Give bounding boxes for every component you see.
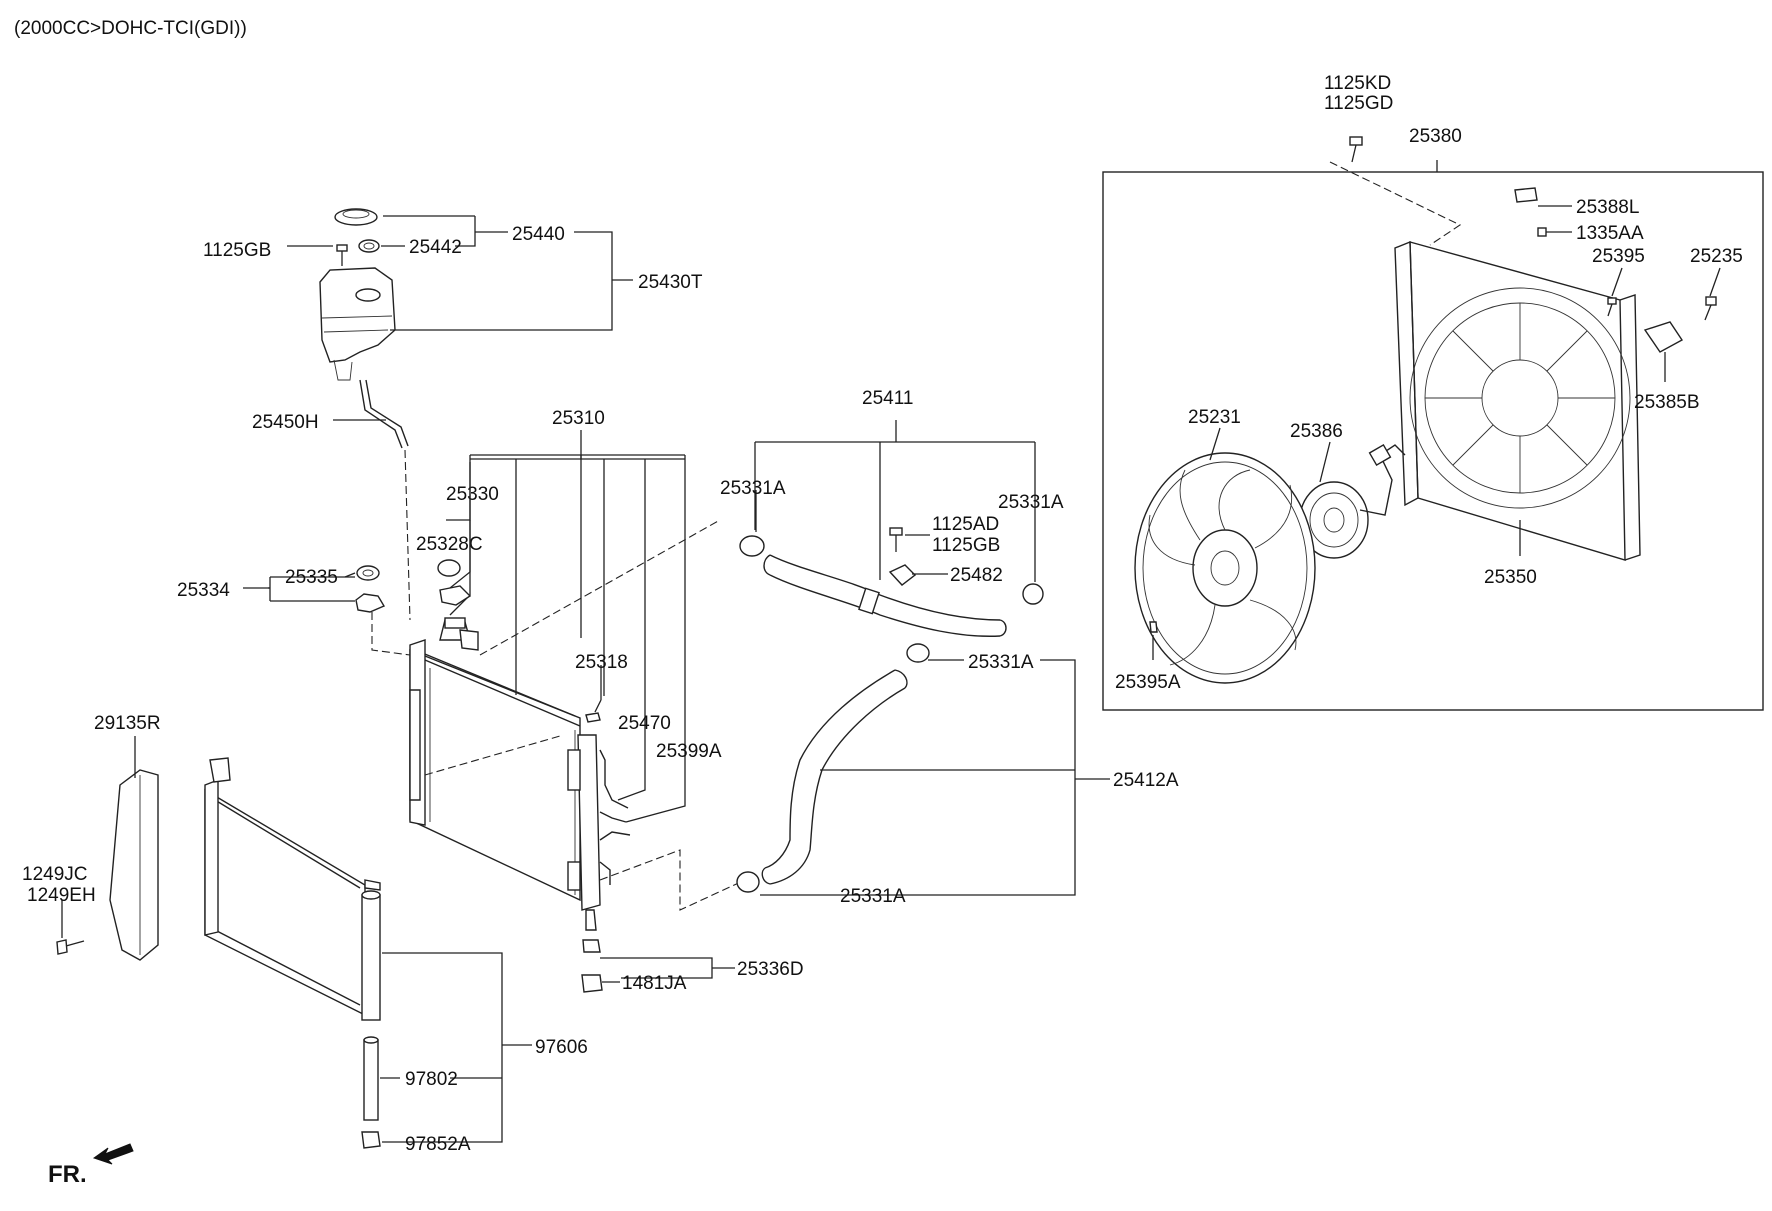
clip-1335aa — [1537, 227, 1547, 237]
label-25430t: 25430T — [638, 272, 703, 293]
air-guard-29135r — [109, 769, 159, 961]
label-25395: 25395 — [1592, 246, 1645, 267]
label-25318: 25318 — [575, 652, 628, 673]
air-guard-assembly — [56, 736, 159, 961]
label-25331a-upper-right: 25331A — [998, 492, 1064, 513]
reservoir-cap-gasket — [358, 239, 380, 253]
label-25331a-lower-bottom: 25331A — [840, 886, 906, 907]
label-1249eh: 1249EH — [27, 885, 96, 906]
label-1125gb-top: 1125GB — [203, 240, 271, 261]
label-25399a: 25399A — [656, 741, 722, 762]
radiator-assembly — [409, 430, 746, 931]
label-1335aa: 1335AA — [1576, 223, 1644, 244]
condenser-core — [204, 788, 366, 1017]
label-25482: 25482 — [950, 565, 1003, 586]
drain-plug-1481ja — [581, 974, 603, 993]
label-97852a: 97852A — [405, 1134, 471, 1155]
label-1481ja: 1481JA — [622, 973, 687, 994]
label-25412a: 25412A — [1113, 770, 1179, 791]
fan-shroud-25350 — [1409, 241, 1626, 561]
label-97606: 97606 — [535, 1037, 588, 1058]
label-25328c: 25328C — [416, 534, 483, 555]
label-25395a: 25395A — [1115, 672, 1181, 693]
label-25331a-upper-left: 25331A — [720, 478, 786, 499]
drain-plug-assembly — [581, 939, 735, 993]
hose-clamp-25331a-2 — [1022, 583, 1044, 605]
label-25450h: 25450H — [252, 412, 319, 433]
bolt-1125ad-icon — [889, 527, 903, 552]
label-1125gb-mid: 1125GB — [932, 535, 1000, 556]
hose-clamp-25331a-1 — [739, 535, 765, 557]
fan-assembly-frame — [1102, 171, 1764, 711]
desiccant-97802 — [363, 1039, 379, 1121]
label-25442: 25442 — [409, 237, 462, 258]
front-direction-marker: FR. — [48, 1143, 134, 1188]
screw-25395-icon — [1607, 297, 1617, 317]
lower-hose-assembly — [736, 643, 1110, 896]
label-25350: 25350 — [1484, 567, 1537, 588]
clip-25335 — [356, 565, 380, 581]
bolt-1125gb-icon — [336, 244, 348, 266]
label-25470: 25470 — [618, 713, 671, 734]
label-29135r: 29135R — [94, 713, 161, 734]
resistor-25385b — [1643, 321, 1684, 353]
hose-clamp-25331a-4 — [736, 871, 760, 893]
label-25411: 25411 — [862, 388, 913, 409]
cooling-fan-assembly — [1102, 136, 1764, 711]
label-25231: 25231 — [1188, 407, 1241, 428]
label-1125gd: 1125GD — [1324, 93, 1393, 114]
clip-25395a — [1149, 621, 1158, 633]
drain-plug — [582, 939, 601, 953]
reservoir-tank-assembly — [287, 208, 633, 621]
label-25388l: 25388L — [1576, 197, 1639, 218]
label-25385b: 25385B — [1634, 392, 1700, 413]
upper-radiator-hose — [769, 554, 1001, 621]
label-25440: 25440 — [512, 224, 565, 245]
label-25386: 25386 — [1290, 421, 1343, 442]
hose-clamp-25331a-3 — [906, 643, 930, 663]
bolt-25235-icon — [1704, 296, 1717, 321]
label-25235: 25235 — [1690, 246, 1743, 267]
label-25335: 25335 — [285, 567, 338, 588]
label-25310: 25310 — [552, 408, 605, 429]
bolt-1249jc-icon — [56, 939, 85, 955]
upper-hose-assembly — [739, 420, 1044, 637]
label-25330: 25330 — [446, 484, 499, 505]
label-25336d: 25336D — [737, 959, 804, 980]
label-25334: 25334 — [177, 580, 230, 601]
label-1125ad: 1125AD — [932, 514, 999, 535]
reservoir-tank — [319, 267, 396, 363]
engine-spec-header: (2000CC>DOHC-TCI(GDI)) — [14, 18, 247, 39]
plug-97852a — [361, 1131, 381, 1149]
hose-bracket-25482 — [888, 564, 917, 586]
label-1249jc: 1249JC — [22, 864, 88, 885]
label-25380: 25380 — [1409, 126, 1462, 147]
radiator-cap-assembly — [437, 462, 472, 606]
lower-radiator-hose — [764, 669, 896, 869]
label-25331a-lower-top: 25331A — [968, 652, 1034, 673]
front-label: FR. — [48, 1161, 87, 1188]
radiator-cap — [439, 585, 472, 606]
radiator-cap-seal — [437, 559, 461, 577]
hose-clip-25334-assembly — [243, 565, 411, 656]
bolt-1125kd-icon — [1349, 136, 1363, 163]
condenser-assembly — [204, 757, 532, 1149]
label-1125kd: 1125KD — [1324, 73, 1391, 94]
receiver-drier — [361, 894, 381, 1021]
radiator-core — [409, 648, 581, 902]
bracket-25388l — [1514, 187, 1538, 203]
clip-25334 — [355, 593, 386, 613]
label-97802: 97802 — [405, 1069, 458, 1090]
reservoir-cap — [334, 208, 378, 226]
front-arrow-icon — [92, 1143, 134, 1165]
radiator-right-tank — [577, 734, 601, 911]
